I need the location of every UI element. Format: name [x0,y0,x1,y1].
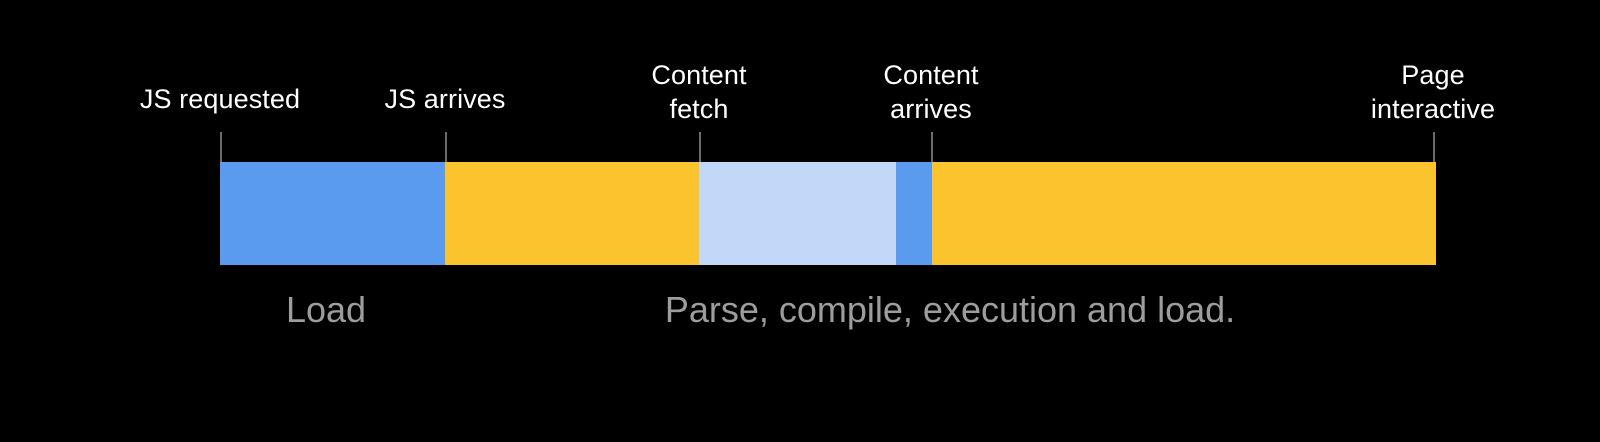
segment-content-download [896,162,932,265]
label-content-fetch: Content fetch [651,60,747,124]
segment-content-waiting [699,162,896,265]
label-js-requested: JS requested [139,84,301,114]
tick-content-arrives [931,132,933,162]
label-content-arrives: Content arrives [883,60,979,124]
caption-parse: Parse, compile, execution and load. [664,289,1236,330]
tick-js-arrives [445,132,447,162]
segment-js-parse-exec-1 [445,162,699,265]
segment-js-download [220,162,445,265]
segment-js-parse-exec-2 [932,162,1436,265]
timeline-bar [220,162,1436,265]
caption-load: Load [285,289,367,330]
tick-page-interactive [1433,132,1435,162]
label-page-interactive: Page interactive [1370,60,1496,124]
tick-content-fetch [699,132,701,162]
label-js-arrives: JS arrives [384,84,506,114]
tick-js-requested [220,132,222,162]
